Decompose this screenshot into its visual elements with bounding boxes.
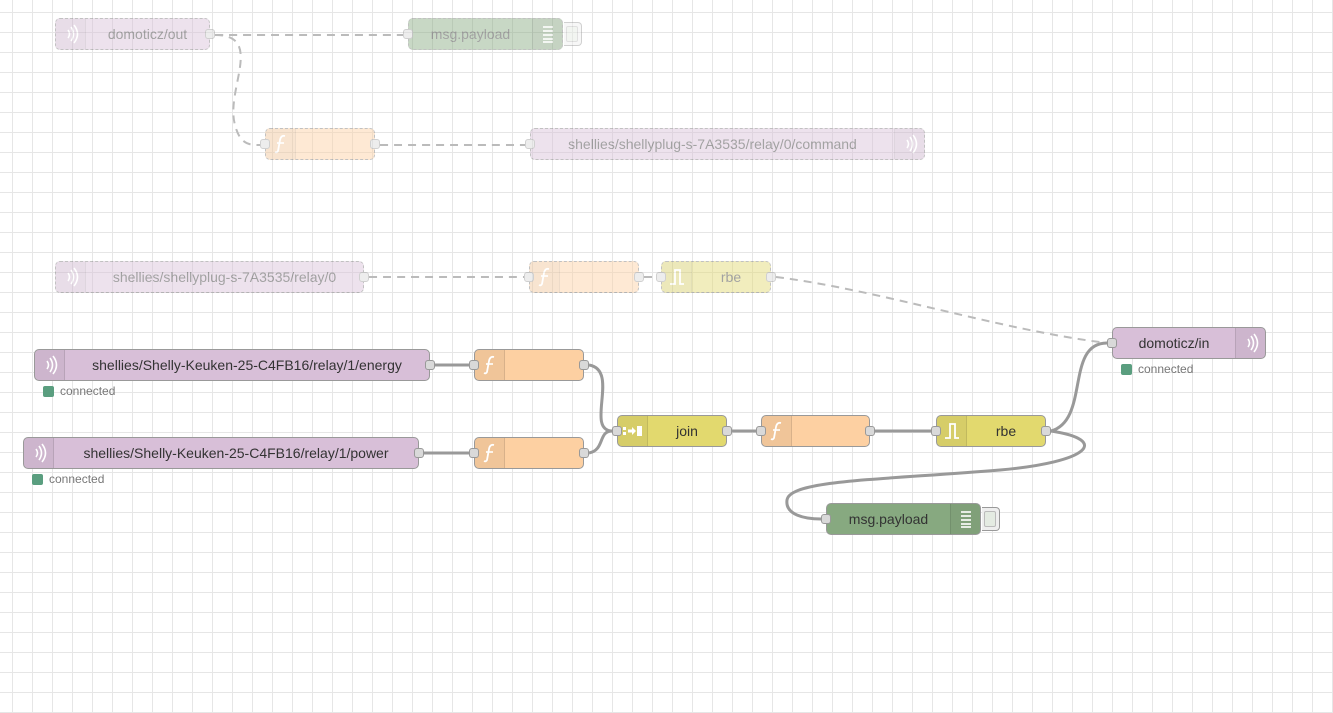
mqtt-wave-icon bbox=[1235, 328, 1265, 358]
rbe-icon bbox=[662, 262, 692, 292]
input-port[interactable] bbox=[656, 272, 666, 282]
output-port[interactable] bbox=[865, 426, 875, 436]
node-label: domoticz/in bbox=[1138, 335, 1210, 351]
input-port[interactable] bbox=[1107, 338, 1117, 348]
function-node-energy[interactable] bbox=[469, 349, 589, 381]
function-icon bbox=[475, 438, 505, 468]
debug-node-bottom[interactable]: msg.payload bbox=[821, 503, 1000, 535]
input-port[interactable] bbox=[931, 426, 941, 436]
function-node-top[interactable] bbox=[260, 128, 380, 160]
node-label: rbe bbox=[720, 269, 742, 285]
join-icon bbox=[618, 416, 648, 446]
wire-function-energy-join bbox=[588, 363, 613, 433]
wire-rbe-domoticz-in-active bbox=[1050, 341, 1108, 433]
status-text: connected bbox=[49, 472, 105, 486]
output-port[interactable] bbox=[579, 360, 589, 370]
node-label: shellies/Shelly-Keuken-25-C4FB16/relay/1… bbox=[83, 445, 389, 461]
status-dot bbox=[43, 385, 54, 397]
output-port[interactable] bbox=[766, 272, 776, 282]
rbe-icon bbox=[937, 416, 967, 446]
node-label: msg.payload bbox=[848, 511, 929, 527]
node-label: shellies/shellyplug-s-7A3535/relay/0 bbox=[112, 269, 337, 285]
status-energy: connected bbox=[43, 384, 115, 398]
status-power: connected bbox=[32, 472, 104, 486]
input-port[interactable] bbox=[469, 360, 479, 370]
status-dot bbox=[1121, 363, 1132, 375]
node-label: msg.payload bbox=[430, 26, 511, 42]
input-port[interactable] bbox=[403, 29, 413, 39]
debug-list-icon bbox=[950, 504, 980, 534]
function-icon bbox=[530, 262, 560, 292]
output-port[interactable] bbox=[634, 272, 644, 282]
function-node-join[interactable] bbox=[756, 415, 875, 447]
mqtt-wave-icon bbox=[56, 262, 86, 292]
input-port[interactable] bbox=[612, 426, 622, 436]
input-port[interactable] bbox=[469, 448, 479, 458]
debug-list-icon bbox=[532, 19, 562, 49]
node-label: shellies/Shelly-Keuken-25-C4FB16/relay/1… bbox=[92, 357, 402, 373]
mqtt-out-node-relay-command[interactable]: shellies/shellyplug-s-7A3535/relay/0/com… bbox=[525, 128, 925, 160]
status-domoticz-in: connected bbox=[1121, 362, 1193, 376]
debug-toggle-button[interactable] bbox=[982, 507, 1000, 531]
node-label: join bbox=[676, 423, 698, 439]
output-port[interactable] bbox=[205, 29, 215, 39]
rbe-node-bottom[interactable]: rbe bbox=[931, 415, 1051, 447]
function-icon bbox=[762, 416, 792, 446]
output-port[interactable] bbox=[359, 272, 369, 282]
status-text: connected bbox=[60, 384, 116, 398]
function-icon bbox=[266, 129, 296, 159]
mqtt-wave-icon bbox=[35, 350, 65, 380]
node-label: domoticz/out bbox=[107, 26, 188, 42]
input-port[interactable] bbox=[756, 426, 766, 436]
function-icon bbox=[475, 350, 505, 380]
debug-node-top[interactable]: msg.payload bbox=[403, 18, 582, 50]
input-port[interactable] bbox=[821, 514, 831, 524]
input-port[interactable] bbox=[260, 139, 270, 149]
output-port[interactable] bbox=[370, 139, 380, 149]
mqtt-in-node-relay0[interactable]: shellies/shellyplug-s-7A3535/relay/0 bbox=[55, 261, 369, 293]
wire-function-power-join bbox=[588, 429, 613, 455]
wire-domoticz-out-function bbox=[214, 34, 261, 146]
output-port[interactable] bbox=[579, 448, 589, 458]
input-port[interactable] bbox=[524, 272, 534, 282]
output-port[interactable] bbox=[722, 426, 732, 436]
node-label: rbe bbox=[995, 423, 1017, 439]
wire-rbe-domoticz-in bbox=[775, 276, 1108, 344]
mqtt-wave-icon bbox=[56, 19, 86, 49]
output-port[interactable] bbox=[425, 360, 435, 370]
node-label: shellies/shellyplug-s-7A3535/relay/0/com… bbox=[568, 136, 857, 152]
mqtt-wave-icon bbox=[894, 129, 924, 159]
mqtt-in-node-domoticz-out[interactable]: domoticz/out bbox=[55, 18, 215, 50]
mqtt-wave-icon bbox=[24, 438, 54, 468]
function-node-relay0[interactable] bbox=[524, 261, 644, 293]
rbe-node-top[interactable]: rbe bbox=[656, 261, 776, 293]
status-text: connected bbox=[1138, 362, 1194, 376]
debug-toggle-button[interactable] bbox=[564, 22, 582, 46]
join-node[interactable]: join bbox=[612, 415, 732, 447]
output-port[interactable] bbox=[414, 448, 424, 458]
function-node-power[interactable] bbox=[469, 437, 589, 469]
status-dot bbox=[32, 473, 43, 485]
mqtt-in-node-power[interactable]: shellies/Shelly-Keuken-25-C4FB16/relay/1… bbox=[23, 437, 424, 469]
output-port[interactable] bbox=[1041, 426, 1051, 436]
mqtt-out-node-domoticz-in[interactable]: domoticz/in bbox=[1107, 327, 1266, 359]
input-port[interactable] bbox=[525, 139, 535, 149]
mqtt-in-node-energy[interactable]: shellies/Shelly-Keuken-25-C4FB16/relay/1… bbox=[34, 349, 435, 381]
